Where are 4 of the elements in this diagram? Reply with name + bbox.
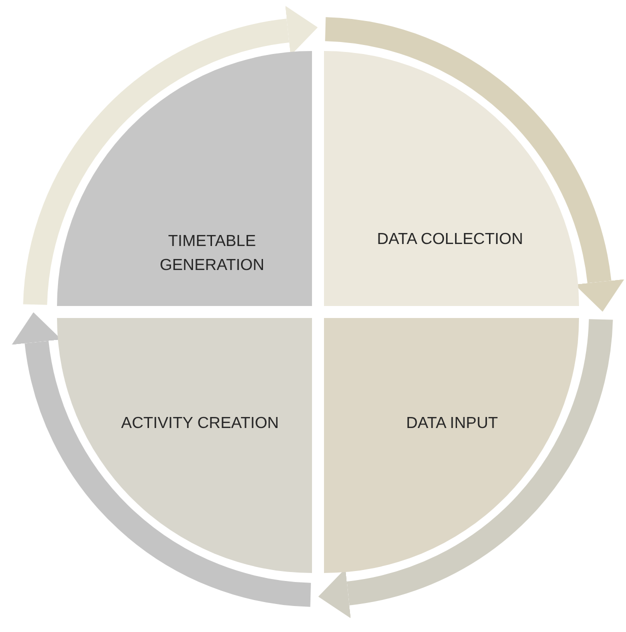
- node-label: DATA COLLECTION: [376, 230, 524, 250]
- node-label: TIMETABLE GENERATION: [158, 232, 266, 276]
- node-label: ACTIVITY CREATION: [120, 414, 280, 434]
- node-label: DATA INPUT: [405, 414, 499, 434]
